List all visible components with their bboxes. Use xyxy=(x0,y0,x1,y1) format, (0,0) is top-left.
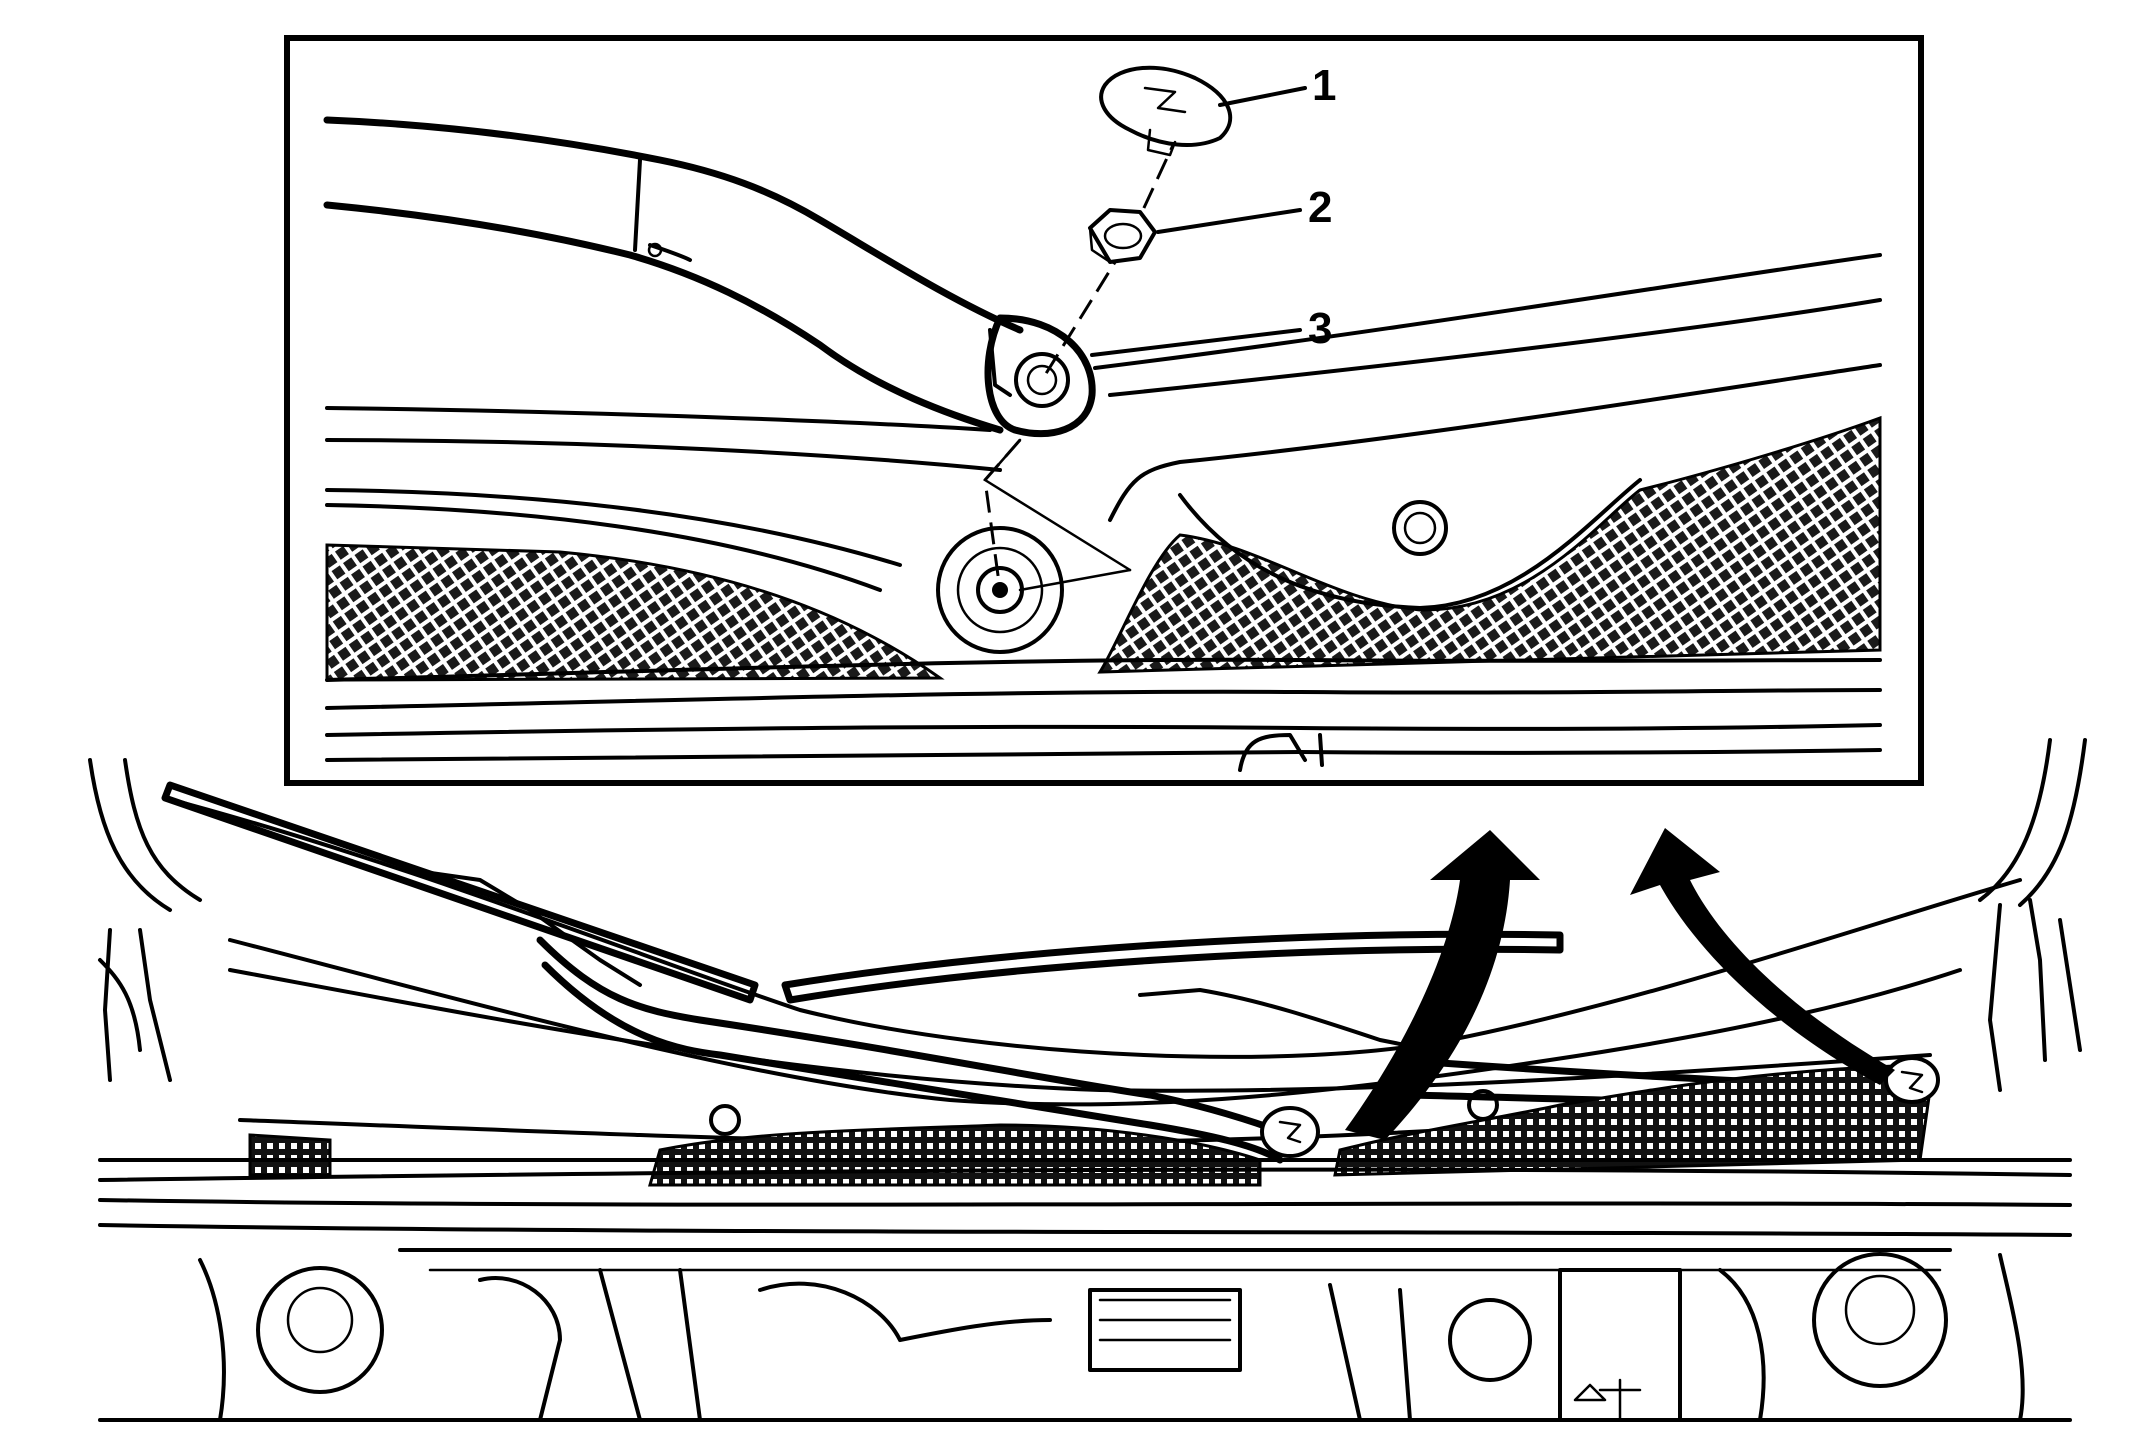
inset-cowl-edge-upper-2 xyxy=(1108,298,1882,397)
right-a-pillar xyxy=(1978,738,2087,907)
inset-glass-edge xyxy=(325,406,992,432)
inset-cowl-screw xyxy=(1392,500,1448,556)
cowl-panel-upper xyxy=(228,968,1932,1093)
cowl-screw-right xyxy=(1467,1089,1499,1121)
inset-cap xyxy=(1099,65,1233,157)
inset-cowl-edge-upper xyxy=(1093,253,1882,370)
inset-nut xyxy=(1088,208,1157,264)
removal-arrow-right xyxy=(1630,828,1895,1085)
inset-wiper-arm xyxy=(323,116,1096,438)
plenum-panel-top xyxy=(98,1158,2072,1182)
right-pivot-cap xyxy=(1884,1056,1940,1104)
left-wiper-arm xyxy=(536,936,1294,1139)
left-blade-holder xyxy=(408,868,642,987)
inset-glass-edge-2 xyxy=(325,438,1002,472)
vehicle-cowl-view xyxy=(88,738,2087,1422)
left-pivot-cap xyxy=(1260,1106,1320,1158)
left-a-pillar xyxy=(88,758,202,912)
left-wiper-arm-lower xyxy=(541,961,1284,1164)
inset-cowl-screen-right xyxy=(1097,415,1882,674)
callout-3-label: 3 xyxy=(1308,304,1332,353)
cowl-screen-far-left xyxy=(248,1133,332,1177)
inset-hood-seal-3 xyxy=(325,723,1882,737)
inset-cowl-lower-left xyxy=(325,488,902,567)
callout-2-leader xyxy=(1156,208,1302,234)
inset-hood-seal-4 xyxy=(325,748,1882,762)
inset-centerline-guide xyxy=(983,438,1132,572)
right-fender xyxy=(1988,898,2082,1092)
right-blade-holder xyxy=(1138,988,1422,1050)
engine-bay xyxy=(98,1248,2072,1422)
detail-inset: 1 2 3 xyxy=(284,35,1924,786)
left-fender xyxy=(98,928,172,1082)
removal-arrow-left xyxy=(1345,830,1540,1140)
inset-cowl-bowl xyxy=(1178,478,1642,610)
inset-hood-seal-1 xyxy=(325,657,1882,682)
inset-latch-notch xyxy=(1238,733,1324,772)
inset-cowl-center-rise xyxy=(1108,363,1882,522)
windshield-lower-edge xyxy=(163,796,2022,1059)
callout-1-leader xyxy=(1218,86,1307,107)
callout-3-leader xyxy=(1090,328,1302,357)
plenum-panel-mid xyxy=(98,1198,2072,1237)
inset-cowl-lower-left-2 xyxy=(325,503,882,592)
cowl-screen-left xyxy=(648,1123,1262,1187)
callout-1-label: 1 xyxy=(1312,61,1336,110)
callout-2-label: 2 xyxy=(1308,183,1332,232)
inset-cowl-screw-inner xyxy=(1403,511,1437,545)
left-wiper-blade xyxy=(161,781,759,1004)
windshield-lower-edge-2 xyxy=(228,938,1962,1107)
inset-hood-seal-2 xyxy=(325,688,1882,710)
cowl-screw-left xyxy=(709,1104,741,1136)
right-wiper-blade xyxy=(781,930,1564,1004)
